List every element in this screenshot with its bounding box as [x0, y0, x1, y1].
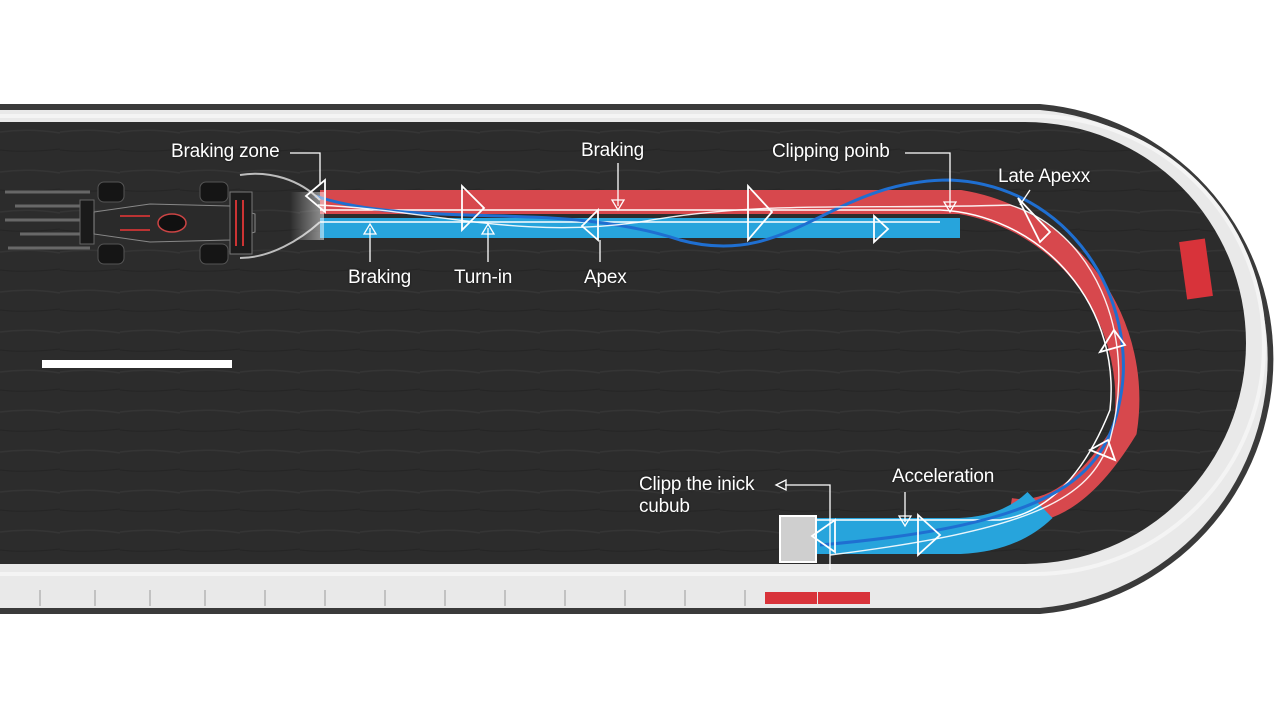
label-braking-top: Braking [581, 140, 645, 161]
formula-car-icon [79, 181, 256, 265]
curb-red-block [818, 592, 870, 604]
label-apex: Apex [584, 267, 627, 288]
label-turn-in: Turn-in [454, 267, 513, 288]
label-clipping-point: Clipping poinb [772, 141, 890, 162]
triangle-arrow-icon [304, 178, 1127, 558]
label-braking-bottom: Braking [348, 267, 412, 288]
curb-red-block [1179, 238, 1213, 300]
label-clip-curb: Clipp the inick cubub [639, 474, 789, 518]
label-braking-zone: Braking zone [171, 141, 280, 162]
motion-blur [5, 190, 92, 250]
blue-exit-band [815, 491, 1053, 554]
label-late-apex: Late Apexx [998, 166, 1091, 187]
start-line [42, 360, 232, 368]
label-clip-curb-line1: Clipp the inick [639, 474, 755, 495]
clip-curb-box [779, 515, 817, 563]
track-edge-line [0, 114, 1266, 576]
curb-ticks [39, 590, 746, 606]
racing-line-secondary [317, 204, 1120, 556]
leader-lines [290, 152, 1031, 570]
braking-zone-block [290, 192, 324, 240]
label-clip-curb-line2: cubub [639, 496, 690, 517]
curb-red-block [765, 592, 817, 604]
label-acceleration: Acceleration [892, 466, 995, 487]
